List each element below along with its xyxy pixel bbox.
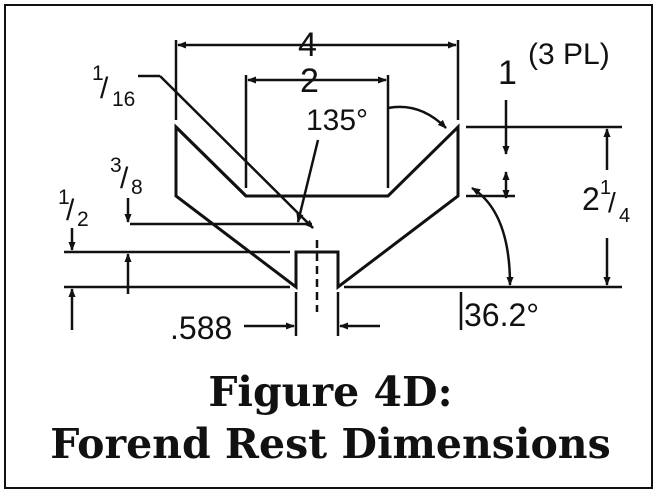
arc-36 <box>471 186 514 286</box>
height-whole: 2 <box>582 181 600 217</box>
height-slash: / <box>608 187 616 218</box>
height-den: 4 <box>619 205 630 227</box>
figure-caption-subtitle: Forend Rest Dimensions <box>50 420 611 468</box>
frac-1-2-num: 1 <box>58 186 70 209</box>
figure-frame <box>4 4 653 489</box>
arc-135 <box>387 105 447 129</box>
frac-1-16-slash: / <box>100 72 109 105</box>
frac-3-8-den: 8 <box>131 176 143 199</box>
dim-135-leader <box>296 139 320 223</box>
frac-1-16-num: 1 <box>92 62 104 85</box>
label-2: 2 <box>300 62 319 100</box>
frac-1-2-slash: / <box>66 194 75 227</box>
label-1: 1 <box>498 54 517 92</box>
label-135: 135° <box>306 104 368 137</box>
label-4: 4 <box>298 26 317 64</box>
frac-3-8-num: 3 <box>110 154 122 177</box>
inner-v-left <box>174 125 248 198</box>
height-num: 1 <box>600 177 611 199</box>
label-3-pl: (3 PL) <box>528 38 610 71</box>
frac-3-8-slash: / <box>120 162 129 195</box>
frac-1-16-den: 16 <box>112 88 135 111</box>
frac-1-2-den: 2 <box>77 208 89 231</box>
part-outline <box>174 123 460 291</box>
label-36-2: 36.2° <box>464 297 539 333</box>
figure-caption-title: Figure 4D: <box>208 368 453 416</box>
dim-1-16-diag <box>159 75 314 229</box>
label-588: .588 <box>170 310 232 346</box>
